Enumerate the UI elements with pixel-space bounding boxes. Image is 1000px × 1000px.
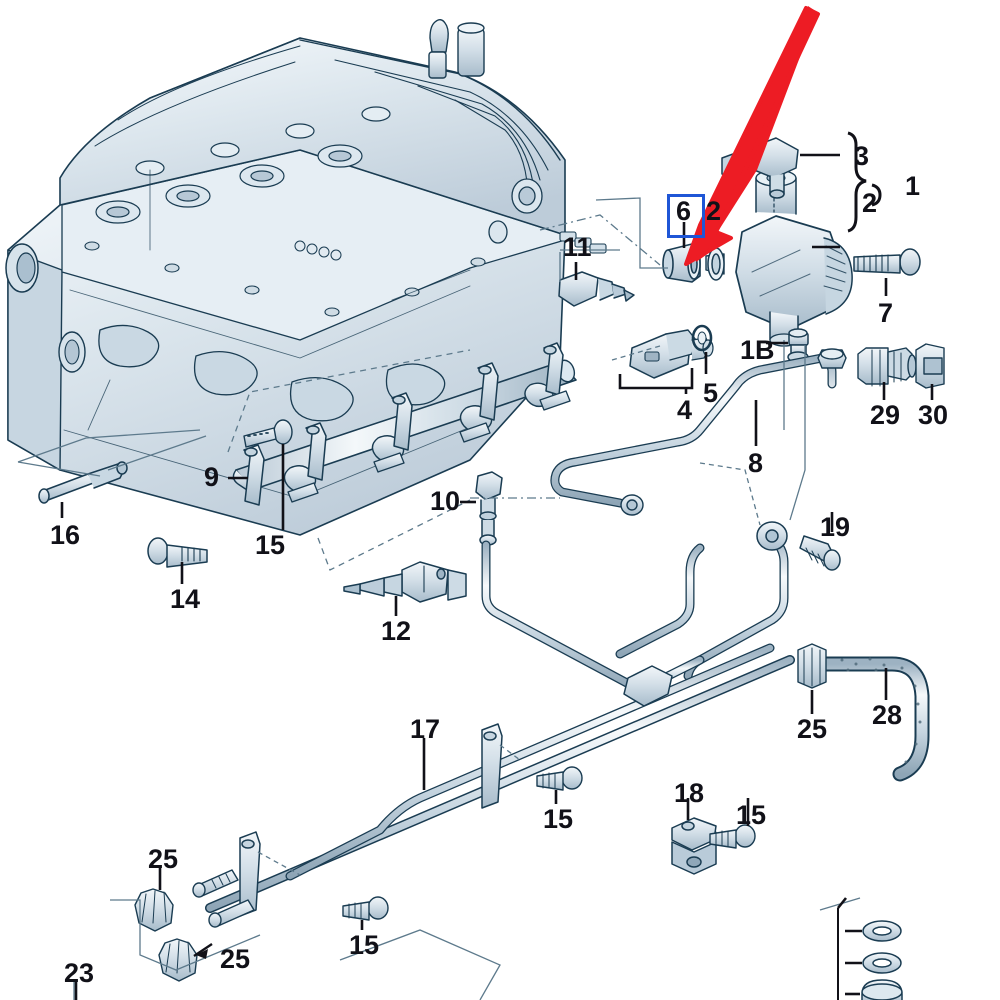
callout-14: 14 [170, 584, 201, 614]
part-15-screw-b [536, 766, 583, 791]
callout-15-c: 15 [349, 930, 380, 960]
callout-5: 5 [703, 378, 719, 408]
callout-15-b: 15 [543, 804, 574, 834]
leader-arrowheads [196, 949, 208, 959]
callout-6: 6 [676, 196, 692, 226]
callout-1b: 1B [740, 335, 775, 365]
part-16-dowel [38, 461, 128, 504]
callout-9: 9 [204, 462, 220, 492]
part-25-clamp-b [158, 938, 198, 982]
callout-6-2: 2 [706, 196, 722, 226]
part-15-screw-d [709, 824, 756, 849]
blue-highlight-box [667, 194, 705, 238]
part-25-clamp-a [134, 888, 174, 932]
fuel-pressure-sensor [629, 324, 714, 379]
part-17-fuel-pipe [205, 533, 795, 917]
part-14-bolt [147, 537, 208, 568]
callout-25-a: 25 [148, 844, 179, 874]
part-15-screw-c [342, 896, 389, 921]
callout-19: 19 [820, 512, 851, 542]
callout-16: 16 [50, 520, 81, 550]
callout-7: 7 [878, 298, 894, 328]
part-11-sensor [558, 271, 635, 307]
callout-18: 18 [674, 778, 705, 808]
callout-25-c: 25 [797, 714, 828, 744]
callout-10: 10 [430, 486, 461, 516]
part-7-bolt [853, 248, 921, 276]
part-30-nut [915, 343, 945, 389]
callout-1: 1 [905, 171, 921, 201]
part-19-union-bolt [756, 521, 841, 571]
part-29-coupling [857, 347, 917, 387]
callout-23: 23 [64, 958, 95, 988]
part-28-return-hose [816, 656, 930, 782]
fuel-rail [232, 342, 577, 506]
part-10-injector-port [475, 471, 503, 546]
part-8-hp-line [550, 348, 847, 516]
callout-11: 11 [563, 232, 592, 262]
part-18-bracket [671, 817, 717, 875]
callout-28: 28 [872, 700, 903, 730]
part-12-injector [343, 561, 467, 603]
callout-8: 8 [748, 448, 764, 478]
callout-3: 3 [854, 141, 870, 171]
callout-15-a: 15 [255, 530, 286, 560]
callout-29: 29 [870, 400, 901, 430]
callout-2: 2 [862, 188, 878, 218]
assembly-reference-lines [17, 197, 861, 1000]
callout-30: 30 [918, 400, 949, 430]
callout-17: 17 [410, 714, 441, 744]
callout-15-d: 15 [736, 800, 767, 830]
callout-4: 4 [677, 395, 693, 425]
part-25-clamp-c [797, 643, 827, 689]
part-2-oring [707, 247, 725, 281]
callout-12: 12 [381, 616, 412, 646]
callout-25-b: 25 [220, 944, 251, 974]
seal-group-bottom-right [861, 920, 903, 1000]
